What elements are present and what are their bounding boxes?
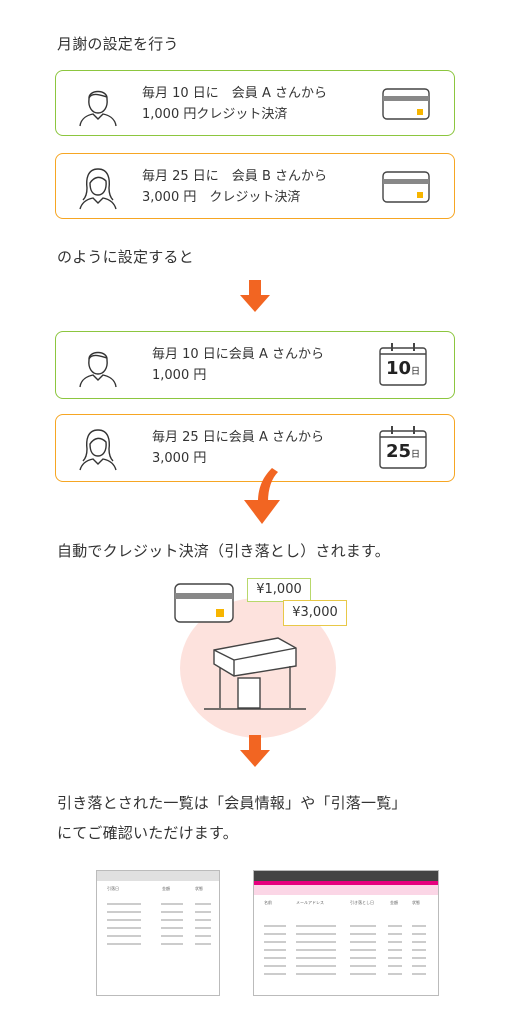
thumbnail-header-bar xyxy=(97,871,219,881)
list-header: メールアドレス xyxy=(296,900,324,905)
list-header: 金額 xyxy=(390,900,398,905)
female-icon xyxy=(79,168,117,210)
credit-card-icon xyxy=(382,88,430,120)
member-info-thumbnail: 名前 メールアドレス 引き落とし日 金額 状態 xyxy=(253,870,439,996)
setup-card-line1: 毎月 10 日に 会員 A さんから xyxy=(142,86,327,101)
placeholder-rows xyxy=(107,903,141,945)
receipt-3000: ¥3,000 xyxy=(283,600,347,626)
placeholder-rows xyxy=(161,903,183,945)
credit-card-icon xyxy=(174,583,234,623)
schedule-card-member-b: 毎月 25 日に会員 A さんから 3,000 円 25日 xyxy=(55,414,455,482)
placeholder-rows xyxy=(296,925,336,975)
male-icon xyxy=(79,90,117,127)
calendar-day-suffix: 日 xyxy=(411,450,421,460)
male-icon xyxy=(79,351,117,388)
curved-arrow-icon xyxy=(244,468,280,524)
female-icon xyxy=(79,429,117,471)
list-header: 引落日 xyxy=(107,886,119,891)
after-setup-text: のように設定すると xyxy=(57,248,194,266)
list-header: 状態 xyxy=(412,900,420,905)
calendar-day: 10 xyxy=(385,358,412,379)
charge-list-thumbnail: 引落日 金額 状態 xyxy=(96,870,220,996)
placeholder-rows xyxy=(388,925,402,975)
setup-card-line1: 毎月 25 日に 会員 B さんから xyxy=(142,169,327,184)
list-header: 状態 xyxy=(195,886,203,891)
intro-heading: 月謝の設定を行う xyxy=(57,35,179,53)
credit-card-icon xyxy=(382,171,430,203)
schedule-card-line1: 毎月 25 日に会員 A さんから xyxy=(152,430,324,445)
thumbnail-dark-bar xyxy=(254,871,438,881)
auto-charge-text: 自動でクレジット決済（引き落とし）されます。 xyxy=(57,542,390,560)
result-text-line2: にてご確認いただけます。 xyxy=(57,824,238,842)
placeholder-rows xyxy=(264,925,286,975)
schedule-card-line2: 1,000 円 xyxy=(152,368,207,383)
calendar-day-suffix: 日 xyxy=(411,367,421,377)
receipt-1000: ¥1,000 xyxy=(247,578,311,602)
list-header: 引き落とし日 xyxy=(350,900,374,905)
list-header: 金額 xyxy=(162,886,170,891)
setup-card-line2: 3,000 円 クレジット決済 xyxy=(142,190,301,205)
calendar-icon: 10日 xyxy=(379,342,427,386)
thumbnail-pink-bar xyxy=(254,885,438,895)
setup-card-member-a: 毎月 10 日に 会員 A さんから 1,000 円クレジット決済 xyxy=(55,70,455,136)
arrow-down-icon xyxy=(240,280,270,312)
setup-card-line2: 1,000 円クレジット決済 xyxy=(142,107,288,122)
schedule-card-member-a: 毎月 10 日に会員 A さんから 1,000 円 10日 xyxy=(55,331,455,399)
schedule-card-line2: 3,000 円 xyxy=(152,451,207,466)
placeholder-rows xyxy=(350,925,376,975)
setup-card-member-b: 毎月 25 日に 会員 B さんから 3,000 円 クレジット決済 xyxy=(55,153,455,219)
list-header: 名前 xyxy=(264,900,272,905)
result-text-line1: 引き落とされた一覧は「会員情報」や「引落一覧」 xyxy=(57,794,407,812)
arrow-down-icon xyxy=(240,735,270,767)
store-icon xyxy=(204,637,306,710)
schedule-card-line1: 毎月 10 日に会員 A さんから xyxy=(152,347,324,362)
calendar-day: 25 xyxy=(385,441,412,462)
calendar-icon: 25日 xyxy=(379,425,427,469)
thumbnail-magenta-bar xyxy=(254,881,438,885)
placeholder-rows xyxy=(412,925,426,975)
placeholder-rows xyxy=(195,903,211,945)
